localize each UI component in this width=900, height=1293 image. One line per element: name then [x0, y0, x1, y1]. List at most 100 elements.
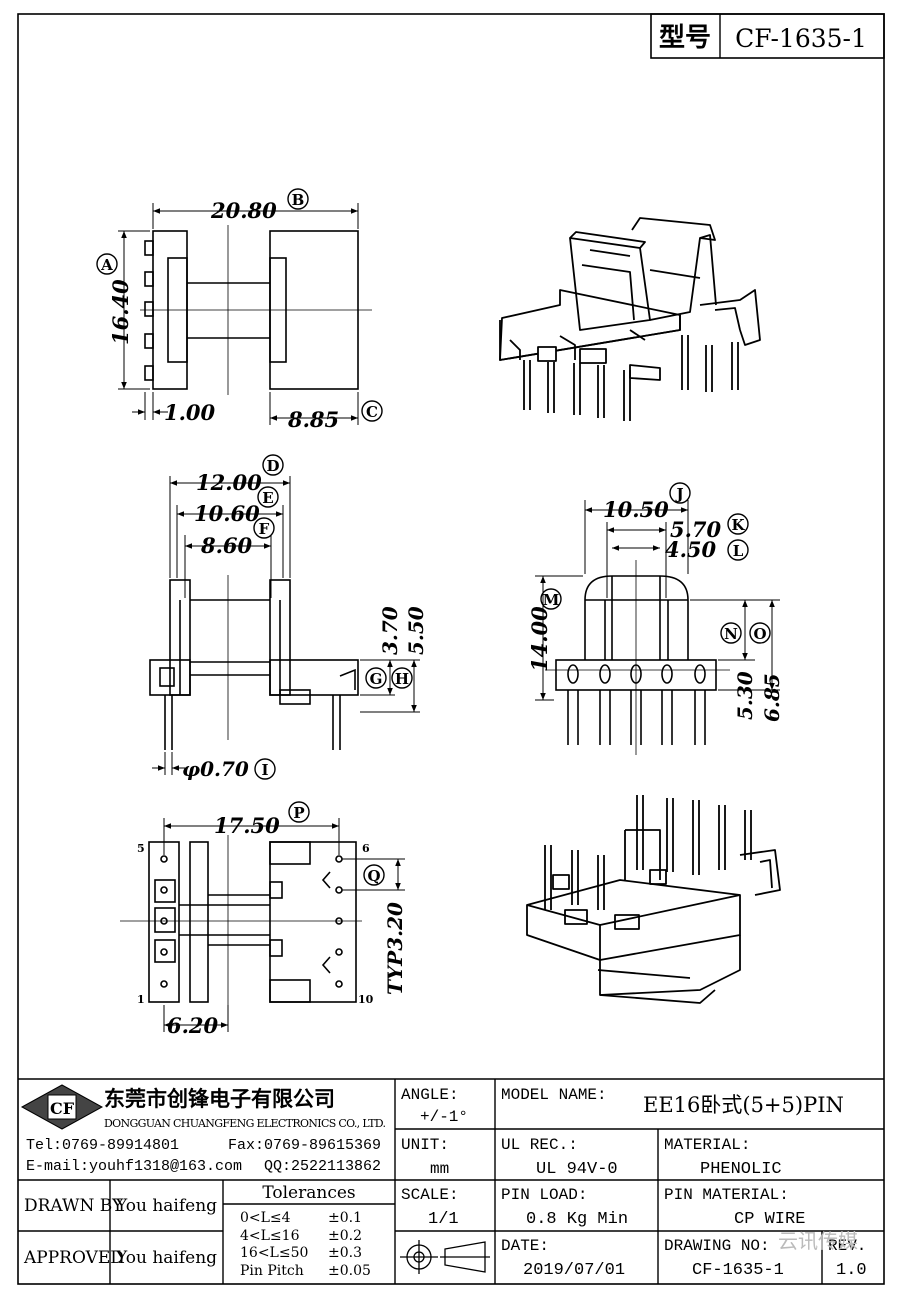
dim-j-letter: J: [674, 485, 683, 503]
side-view-labels: 12.00 D 10.60 E 8.60 F 3.70 5.50 G H φ0.…: [182, 454, 428, 781]
approved-label: APPROVED: [23, 1248, 124, 1268]
dim-d-value: 12.00: [196, 470, 262, 495]
front-view: [535, 500, 780, 755]
top-view: [118, 203, 372, 425]
tol-value-1: ±0.1: [328, 1210, 362, 1226]
drawn-by-value: You haifeng: [115, 1196, 217, 1216]
drawing-no-label: DRAWING NO:: [664, 1237, 770, 1255]
model-name-value: EE16卧式(5+5)PIN: [643, 1093, 844, 1117]
dim-n-marker: [720, 622, 742, 644]
tol-range-4: Pin Pitch: [240, 1263, 304, 1279]
company-tel: Tel:0769-89914801: [26, 1137, 179, 1154]
pin-label-5: 5: [137, 842, 145, 855]
tol-value-3: ±0.3: [328, 1245, 362, 1261]
dim-h-marker: [391, 667, 413, 689]
side-view: [149, 476, 420, 775]
model-name-label: MODEL NAME:: [501, 1086, 607, 1104]
bottom-view: [120, 818, 405, 1032]
dim-p-value: 17.50: [214, 813, 280, 838]
dim-m-value: 14.00: [527, 606, 552, 672]
drawing-no-value: CF-1635-1: [692, 1261, 784, 1280]
dim-p-letter: P: [293, 804, 304, 822]
dim-e-marker: [257, 486, 279, 508]
dim-h-letter: H: [395, 670, 409, 688]
ul-rec-value: UL 94V-0: [536, 1160, 618, 1179]
tolerances-title: Tolerances: [262, 1183, 355, 1203]
dim-a-marker: [96, 253, 118, 275]
dim-o-marker: [749, 622, 771, 644]
dim-n-value: 5.30: [733, 671, 757, 720]
ul-rec-label: UL REC.:: [501, 1136, 578, 1154]
dim-d-letter: D: [266, 457, 279, 475]
title-block-grid: [18, 1078, 884, 1284]
angle-value: +/-1°: [420, 1108, 468, 1126]
tol-range-1: 0<L≤4: [240, 1210, 291, 1226]
pin-label-10: 10: [358, 993, 374, 1006]
dim-d-marker: [262, 454, 284, 476]
pin-label-6: 6: [362, 842, 370, 855]
tol-range-3: 16<L≤50: [240, 1245, 308, 1261]
dim-c-letter: C: [366, 403, 378, 421]
dim-n-letter: N: [724, 625, 738, 643]
scale-value: 1/1: [428, 1210, 459, 1229]
dim-f-marker: [253, 517, 275, 539]
dim-c-value: 8.85: [287, 407, 339, 432]
pin-material-label: PIN MATERIAL:: [664, 1186, 789, 1204]
part-number: CF-1635-1: [735, 24, 867, 53]
dim-m-letter: M: [543, 591, 560, 609]
dim-k-value: 5.70: [670, 517, 722, 542]
dim-c-marker: [361, 400, 383, 422]
unit-label: UNIT:: [401, 1136, 449, 1154]
company-fax: Fax:0769-89615369: [228, 1137, 381, 1154]
pin-load-value: 0.8 Kg Min: [526, 1210, 628, 1229]
rev-label: REV.: [828, 1237, 866, 1255]
dim-k-letter: K: [731, 516, 745, 534]
bottom-view-labels: 17.50 P Q TYP3.20 6.20 5 1 6 10: [137, 801, 407, 1038]
dim-i-marker: [254, 758, 276, 780]
company-qq: QQ:2522113862: [264, 1158, 381, 1175]
dim-pin-flange-value: 1.00: [164, 400, 216, 425]
dim-f-letter: F: [259, 520, 270, 538]
drawn-by-label: DRAWN BY: [24, 1196, 124, 1216]
pin-load-label: PIN LOAD:: [501, 1186, 587, 1204]
company-name-cn: 东莞市创锋电子有限公司: [104, 1086, 335, 1111]
company-name-en: DONGGUAN CHUANGFENG ELECTRONICS CO., LTD…: [104, 1117, 386, 1130]
tol-range-2: 4<L≤16: [240, 1228, 300, 1244]
dim-i-letter: I: [261, 761, 268, 779]
tol-value-2: ±0.2: [328, 1228, 362, 1244]
dim-q-value: TYP3.20: [383, 902, 407, 995]
pin-label-1: 1: [137, 993, 145, 1006]
date-value: 2019/07/01: [523, 1261, 625, 1280]
dim-b-value: 20.80: [210, 198, 277, 223]
dim-j-value: 10.50: [603, 497, 669, 522]
approved-value: You haifeng: [115, 1248, 217, 1268]
dim-o-letter: O: [753, 625, 766, 643]
sheet-border: [17, 13, 885, 1285]
dim-h-value: 5.50: [404, 606, 428, 655]
dim-p-marker: [288, 801, 310, 823]
dim-l-value: 4.50: [665, 537, 717, 562]
part-title-box: 型号 CF-1635-1: [650, 13, 885, 59]
dim-f-value: 8.60: [200, 533, 253, 558]
dim-g-value: 3.70: [378, 606, 402, 655]
dim-m-marker: [540, 588, 562, 610]
dim-j-marker: [669, 482, 691, 504]
projection-symbol-icon: [400, 1240, 490, 1274]
date-label: DATE:: [501, 1237, 549, 1255]
logo-text: CF: [50, 1099, 75, 1118]
watermark: 云讯传媒: [778, 1229, 858, 1253]
company-email: E-mail:youhf1318@163.com: [26, 1158, 242, 1175]
dim-g-letter: G: [370, 670, 383, 688]
unit-value: mm: [430, 1160, 449, 1178]
top-view-labels: 20.80 B A 16.40 1.00 8.85 C: [96, 188, 383, 432]
material-label: MATERIAL:: [664, 1136, 750, 1154]
iso-view-top: [499, 217, 761, 421]
dim-a-letter: A: [100, 256, 113, 274]
dim-l-letter: L: [733, 542, 744, 560]
angle-label: ANGLE:: [401, 1086, 459, 1104]
dim-b-letter: B: [292, 191, 305, 209]
dim-a-value: 16.40: [108, 279, 133, 345]
iso-view-bottom: [526, 795, 781, 1004]
dim-k-marker: [727, 513, 749, 535]
